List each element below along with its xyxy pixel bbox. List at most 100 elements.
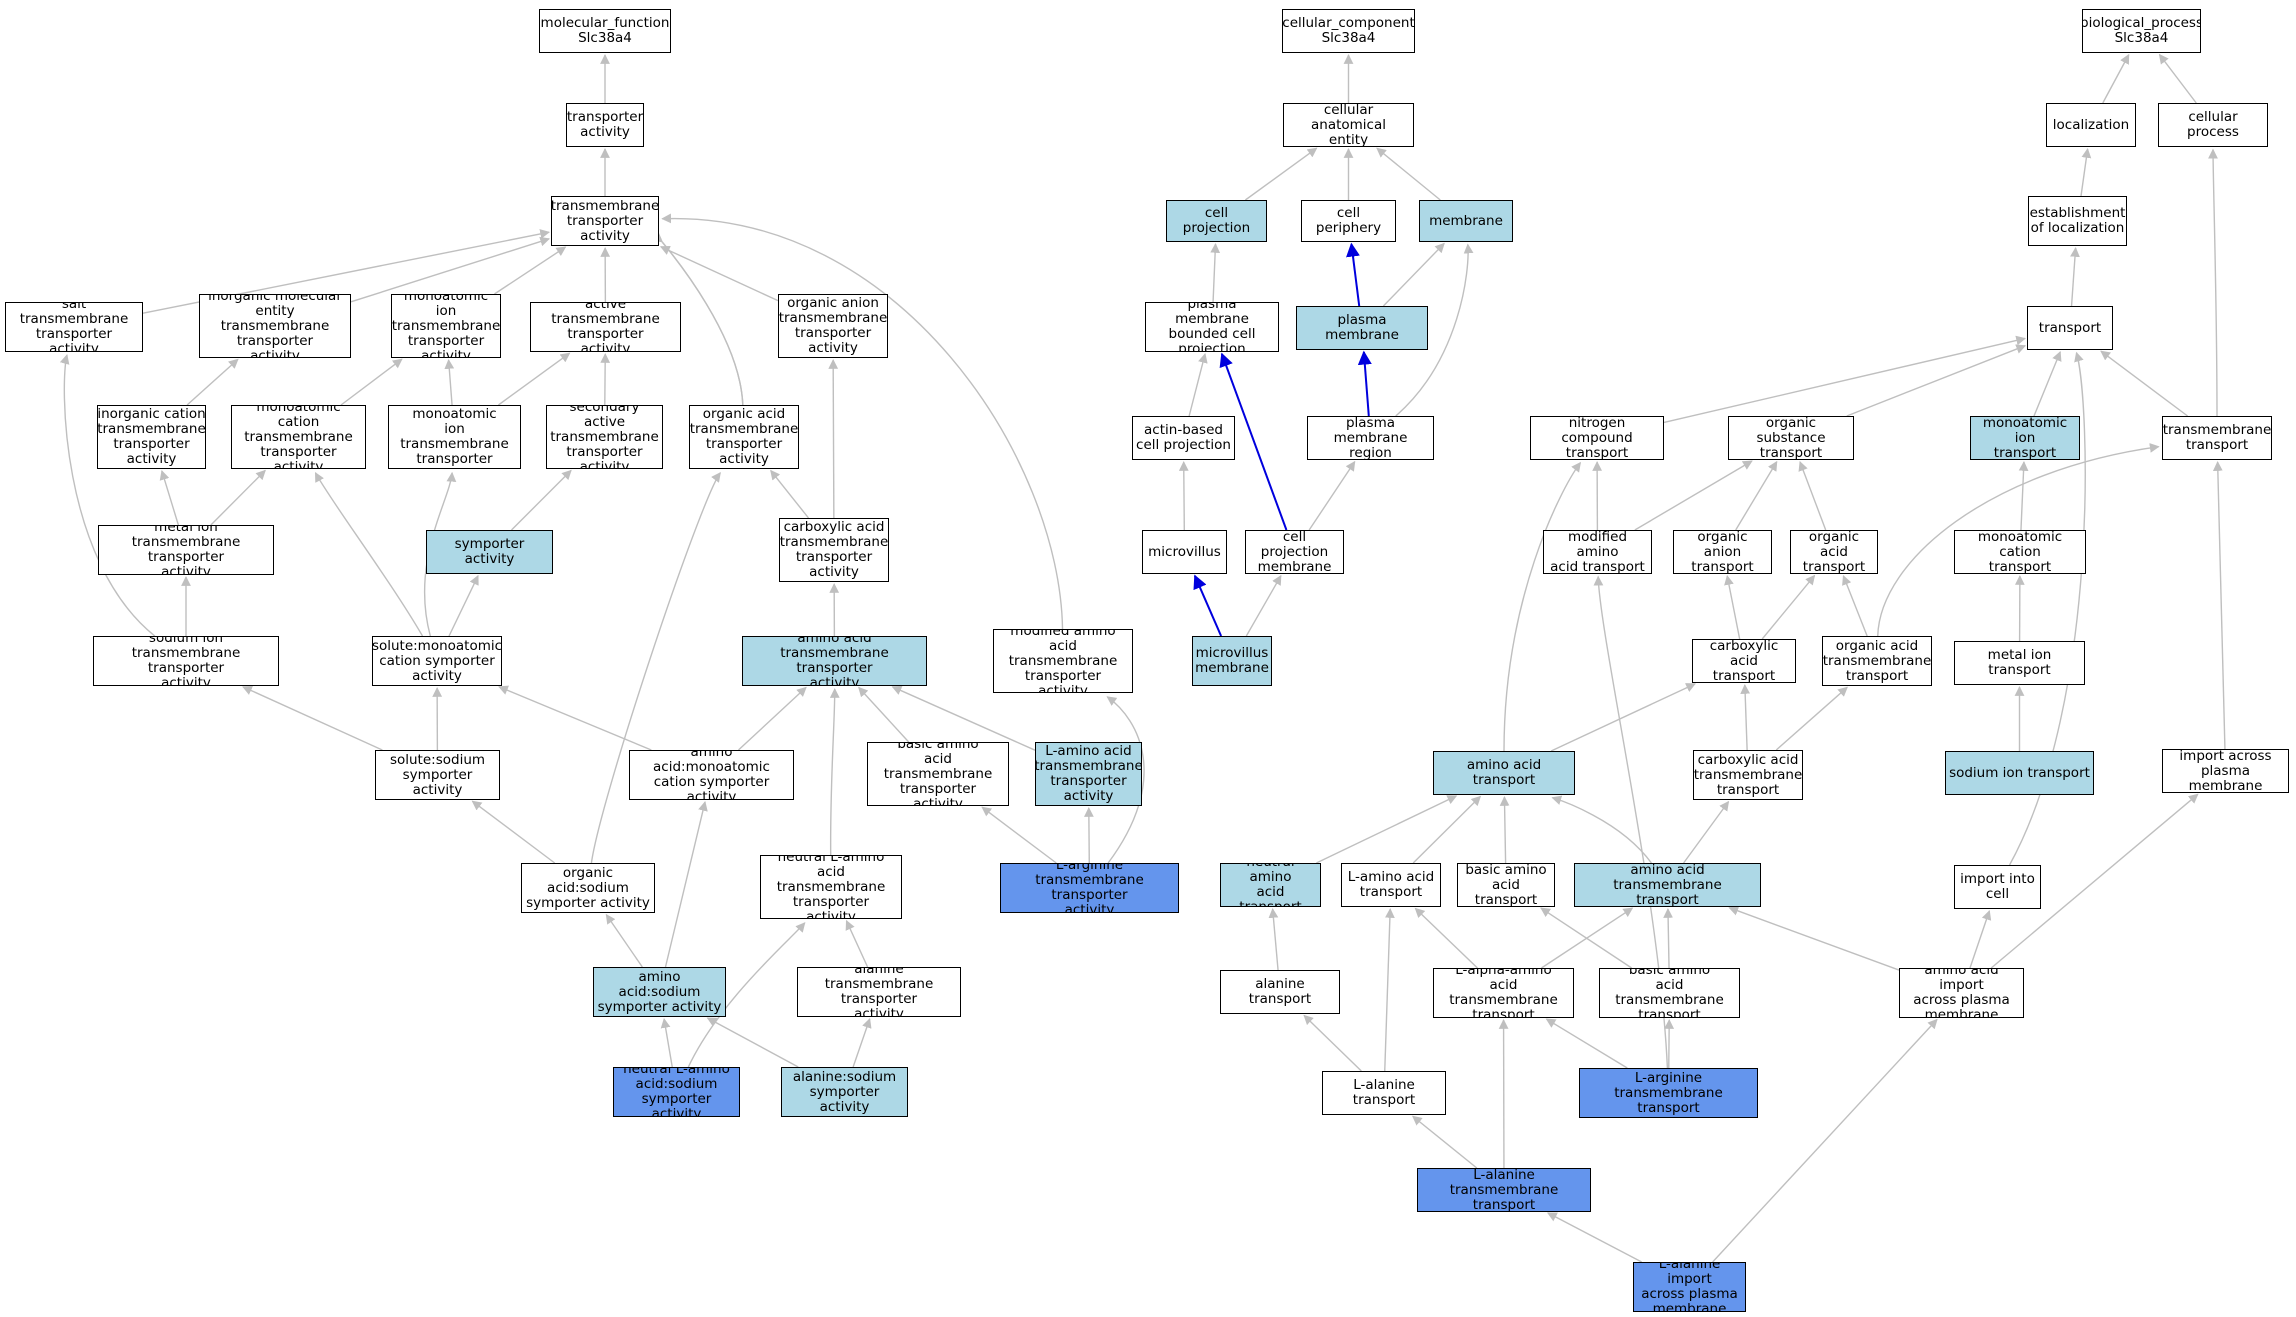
edge-baa_tr-to-aa_tr	[1499, 796, 1510, 864]
go-term-node-tr[interactable]: transport	[2027, 306, 2113, 350]
go-term-node-salt[interactable]: salt transmembrane transporter activity	[5, 302, 143, 352]
go-term-node-aat[interactable]: amino acid transmembrane transporter act…	[742, 636, 927, 686]
go-term-node-imet[interactable]: inorganic molecular entity transmembrane…	[199, 294, 351, 358]
go-term-node-cper[interactable]: cell periphery	[1301, 200, 1396, 242]
edge-mct-to-mit	[340, 358, 403, 406]
go-term-node-cpm[interactable]: cell projection membrane	[1245, 530, 1344, 574]
edge-oatm_tr-to-oac_tr	[1842, 574, 1868, 637]
go-term-node-iapm[interactable]: import across plasma membrane	[2162, 749, 2289, 793]
go-term-node-nct[interactable]: nitrogen compound transport	[1530, 416, 1664, 460]
go-term-node-smcs[interactable]: solute:monoatomic cation symporter activ…	[372, 636, 502, 686]
go-term-node-eloc[interactable]: establishment of localization	[2028, 196, 2127, 246]
go-term-node-laat[interactable]: L-amino acid transmembrane transporter a…	[1035, 742, 1142, 806]
go-term-node-iic[interactable]: import into cell	[1954, 865, 2041, 909]
edge-amit-to-mit	[444, 359, 455, 406]
go-term-node-oatm-tr[interactable]: organic acid transmembrane transport	[1822, 636, 1932, 686]
edge-loc-to-bp	[2102, 53, 2130, 104]
go-term-node-oac-tr[interactable]: organic acid transport	[1790, 530, 1878, 574]
go-term-node-metal-tr[interactable]: metal ion transport	[1954, 641, 2085, 685]
go-term-node-cat[interactable]: carboxylic acid transmembrane transporte…	[779, 518, 889, 582]
edge-mit-to-tta	[494, 246, 567, 295]
go-term-node-pmr[interactable]: plasma membrane region	[1307, 416, 1434, 460]
go-term-node-aass[interactable]: amino acid:sodium symporter activity	[593, 967, 726, 1017]
go-term-node-mcat-tr[interactable]: monoatomic cation transport	[1954, 530, 2086, 574]
edge-mit_tr-to-tr	[2033, 350, 2062, 417]
go-term-node-ost[interactable]: organic substance transport	[1728, 416, 1854, 460]
go-term-node-aatm-tr[interactable]: amino acid transmembrane transport	[1574, 863, 1761, 907]
go-term-node-ca-tr[interactable]: carboxylic acid transport	[1692, 639, 1796, 683]
go-term-node-cc[interactable]: cellular_component Slc38a4	[1282, 9, 1415, 53]
go-term-node-loc[interactable]: localization	[2046, 103, 2136, 147]
go-term-node-cproc[interactable]: cellular process	[2158, 103, 2268, 147]
go-term-node-tmt[interactable]: transmembrane transport	[2162, 416, 2272, 460]
edge-oatm_tr-to-tmt	[1877, 443, 2160, 637]
go-term-node-pm[interactable]: plasma membrane	[1296, 306, 1428, 350]
go-term-node-ala-tr[interactable]: alanine transport	[1220, 970, 1340, 1014]
go-term-node-alat[interactable]: alanine transmembrane transporter activi…	[797, 967, 961, 1017]
go-term-node-cae[interactable]: cellular anatomical entity	[1283, 103, 1414, 147]
edge-oass-to-sss	[471, 800, 556, 864]
go-term-node-laatm-tr[interactable]: L-alpha-amino acid transmembrane transpo…	[1433, 968, 1574, 1018]
go-term-node-laa-tr[interactable]: L-amino acid transport	[1341, 863, 1441, 907]
go-term-node-amit[interactable]: active monoatomic ion transmembrane tran…	[388, 405, 521, 469]
go-term-node-alass[interactable]: alanine:sodium symporter activity	[781, 1067, 908, 1117]
go-term-node-mod-aat[interactable]: modified amino acid transmembrane transp…	[993, 629, 1133, 693]
edge-aatm_tr-to-catm_tr	[1683, 800, 1730, 864]
edge-metal-to-ict	[159, 469, 180, 526]
go-term-node-sod-tr[interactable]: sodium ion transport	[1945, 751, 2094, 795]
go-term-node-sodt[interactable]: sodium ion transmembrane transporter act…	[93, 636, 279, 686]
go-term-node-mv[interactable]: microvillus	[1142, 530, 1227, 574]
go-term-node-catm-tr[interactable]: carboxylic acid transmembrane transport	[1693, 750, 1803, 800]
edge-tmt-to-cproc	[2208, 148, 2218, 417]
go-term-node-mit[interactable]: monoatomic ion transmembrane transporter…	[391, 294, 501, 358]
go-term-node-naa-tr[interactable]: neutral amino acid transport	[1220, 863, 1321, 907]
go-term-node-larg-ta[interactable]: L-arginine transmembrane transporter act…	[1000, 863, 1179, 913]
go-term-node-nlaat[interactable]: neutral L-amino acid transmembrane trans…	[760, 855, 902, 919]
edge-eloc-to-loc	[2080, 148, 2092, 197]
edge-tr-to-eloc	[2070, 247, 2080, 307]
go-term-node-mct[interactable]: monoatomic cation transmembrane transpor…	[231, 405, 366, 469]
go-term-node-aaiapm[interactable]: amino acid import across plasma membrane	[1899, 968, 2024, 1018]
edge-smcs-to-sym	[448, 574, 479, 637]
go-term-node-tta[interactable]: transmembrane transporter activity	[551, 196, 659, 246]
go-term-node-sat[interactable]: secondary active transmembrane transport…	[546, 405, 663, 469]
go-term-node-mvm[interactable]: microvillus membrane	[1192, 636, 1272, 686]
go-term-node-memb[interactable]: membrane	[1419, 200, 1513, 242]
go-term-node-oass[interactable]: organic acid:sodium symporter activity	[521, 863, 655, 913]
go-term-node-baa-tr[interactable]: basic amino acid transport	[1457, 863, 1555, 907]
edge-aass-to-aamcs	[664, 800, 708, 968]
go-term-node-pmbcp[interactable]: plasma membrane bounded cell projection	[1145, 302, 1279, 352]
go-term-node-lalatm-tr[interactable]: L-alanine transmembrane transport	[1417, 1168, 1591, 1212]
edge-iapm-to-tmt	[2212, 461, 2226, 750]
go-term-node-mit-tr[interactable]: monoatomic ion transport	[1970, 416, 2080, 460]
edge-catm_tr-to-oatm_tr	[1775, 686, 1848, 751]
go-term-node-aamcs[interactable]: amino acid:monoatomic cation symporter a…	[629, 750, 794, 800]
go-term-node-att[interactable]: active transmembrane transporter activit…	[530, 302, 681, 352]
go-term-node-sym[interactable]: symporter activity	[426, 530, 553, 574]
go-term-node-oan-tr[interactable]: organic anion transport	[1673, 530, 1772, 574]
go-term-node-lala-tr[interactable]: L-alanine transport	[1322, 1071, 1446, 1115]
go-term-node-oat[interactable]: organic anion transmembrane transporter …	[778, 294, 888, 358]
go-term-node-largtm-tr[interactable]: L-arginine transmembrane transport	[1579, 1068, 1758, 1118]
edge-ca_tr-to-oac_tr	[1761, 574, 1816, 640]
go-term-node-ta[interactable]: transporter activity	[566, 103, 644, 147]
edge-aaiapm-to-iapm	[1990, 793, 2199, 969]
go-term-node-baatm-tr[interactable]: basic amino acid transmembrane transport	[1599, 968, 1740, 1018]
go-term-node-maat[interactable]: modified amino acid transport	[1543, 530, 1652, 574]
go-term-node-oact[interactable]: organic acid transmembrane transporter a…	[689, 405, 799, 469]
go-term-node-acp[interactable]: actin-based cell projection	[1132, 416, 1235, 460]
go-term-node-aa-tr[interactable]: amino acid transport	[1433, 751, 1575, 795]
go-term-node-cproj[interactable]: cell projection	[1166, 200, 1267, 242]
go-term-node-ict[interactable]: inorganic cation transmembrane transport…	[97, 405, 206, 469]
go-term-node-nlass[interactable]: neutral L-amino acid:sodium symporter ac…	[613, 1067, 740, 1117]
go-term-node-mf[interactable]: molecular_function Slc38a4	[539, 9, 671, 53]
edge-oass-to-oact	[590, 472, 721, 864]
edge-cpm-to-pmbcp	[1219, 352, 1288, 531]
go-term-node-sss[interactable]: solute:sodium symporter activity	[375, 750, 500, 800]
edge-sym-to-sat	[511, 469, 572, 531]
go-term-node-baat[interactable]: basic amino acid transmembrane transport…	[867, 742, 1009, 806]
go-term-node-laliapm[interactable]: L-alanine import across plasma membrane	[1633, 1262, 1746, 1312]
edge-largtm_tr-to-laatm_tr	[1545, 1018, 1628, 1069]
go-term-node-metal[interactable]: metal ion transmembrane transporter acti…	[98, 525, 274, 575]
go-term-node-bp[interactable]: biological_process Slc38a4	[2082, 9, 2201, 53]
